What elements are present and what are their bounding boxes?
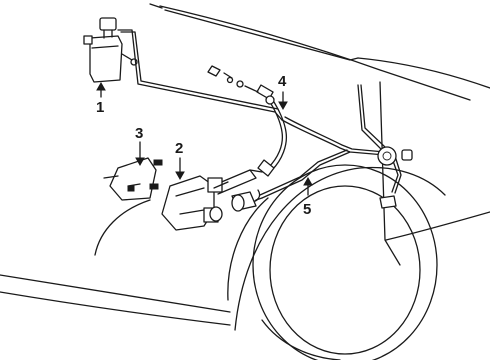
callout-3: 3 [135,125,143,142]
hose-connector [231,191,263,212]
hose-valve-assembly [207,65,288,203]
mounting-bracket [103,157,163,201]
callout-1: 1 [96,99,104,116]
callout-5: 5 [303,201,311,218]
tire [227,164,446,360]
callout-2: 2 [175,140,183,157]
washer-hoses [117,29,402,199]
vehicle-body-outline [0,3,490,326]
washer-pump [161,175,229,231]
hose-clip [379,195,397,209]
hose-grommet [377,146,413,166]
callout-labels: 1 2 3 4 5 [96,73,311,218]
callout-leaders [96,81,313,196]
washer-reservoir [83,17,138,83]
callout-4: 4 [278,73,287,90]
